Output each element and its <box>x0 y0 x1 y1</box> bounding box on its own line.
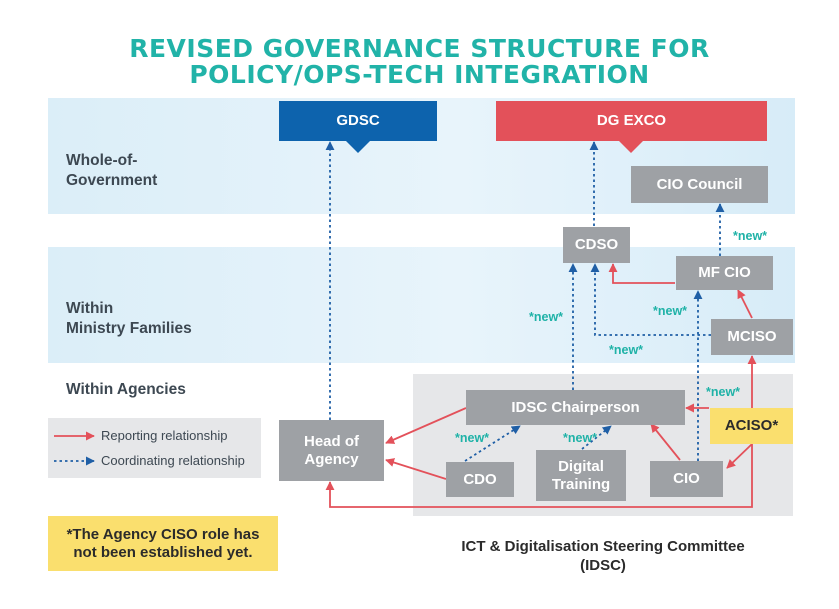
dg-exco-pointer <box>618 140 644 153</box>
cdo-box: CDO <box>446 462 514 497</box>
legend-panel <box>48 418 261 478</box>
cdo-to-head-connector <box>385 458 447 480</box>
level-mf-line-1: Within <box>66 300 114 317</box>
mciso-box: MCISO <box>711 319 793 355</box>
head-of-agency-line-2: Agency <box>304 450 359 468</box>
level-ministry-families: Within Ministry Families <box>66 299 192 339</box>
cio-council-box: CIO Council <box>631 166 768 203</box>
idsc-chair-to-head-connector <box>385 407 467 444</box>
digital-to-idsc-chair-connector <box>581 425 612 450</box>
head-of-agency-box: Head of Agency <box>279 420 384 481</box>
head-of-agency-line-1: Head of <box>303 432 359 450</box>
note-line-2: not been established yet. <box>73 543 253 561</box>
aciso-to-cio-connector <box>726 443 753 469</box>
aciso-note: *The Agency CISO role has not been estab… <box>48 516 278 571</box>
cdso-box: CDSO <box>563 227 630 263</box>
dg-exco-box: DG EXCO <box>496 101 767 141</box>
aciso-to-head-loop-connector <box>325 444 753 508</box>
aciso-box: ACISO* <box>710 408 793 444</box>
ministry-families-band <box>48 247 795 363</box>
caption-line-2: (IDSC) <box>580 557 626 574</box>
caption-line-1: ICT & Digitalisation Steering Committee <box>461 538 745 555</box>
digital-training-box: Digital Training <box>536 450 626 501</box>
level-mf-line-2: Ministry Families <box>66 320 192 337</box>
new-tag-cdso: *new* <box>529 310 564 324</box>
new-tag-mf-cio: *new* <box>653 304 688 318</box>
mf-cio-to-cdso-connector <box>608 263 675 284</box>
digital-training-line-1: Digital <box>558 457 604 475</box>
level-agencies: Within Agencies <box>66 381 186 398</box>
new-tag-digital-training: *new* <box>563 431 598 445</box>
level-wog-line-2: Government <box>66 172 158 189</box>
mf-cio-box: MF CIO <box>676 256 773 290</box>
digital-training-line-2: Training <box>551 475 611 493</box>
legend-reporting-label: Reporting relationship <box>101 428 228 443</box>
new-tag-cio-council: *new* <box>733 229 768 243</box>
gdsc-pointer <box>345 140 371 153</box>
legend-coordinating-label: Coordinating relationship <box>101 453 245 468</box>
new-tag-mciso: *new* <box>609 343 644 357</box>
title-line-1: REVISED GOVERNANCE STRUCTURE FOR <box>129 34 710 63</box>
title-line-2: POLICY/OPS-TECH INTEGRATION <box>189 60 650 89</box>
level-wog: Whole-of- Government <box>66 151 157 191</box>
mciso-to-cdso-connector <box>590 263 711 336</box>
new-tag-cdo: *new* <box>455 431 490 445</box>
note-line-1: *The Agency CISO role has <box>66 525 260 543</box>
new-tag-aciso: *new* <box>706 385 741 399</box>
idsc-chairperson-box: IDSC Chairperson <box>466 390 685 425</box>
cio-to-idsc-chair-connector <box>650 423 681 461</box>
mciso-to-mf-cio-connector <box>737 289 753 319</box>
gdsc-box: GDSC <box>279 101 437 141</box>
idsc-caption: ICT & Digitalisation Steering Committee … <box>413 537 793 575</box>
level-wog-line-1: Whole-of- <box>66 152 138 169</box>
cio-box: CIO <box>650 461 723 497</box>
